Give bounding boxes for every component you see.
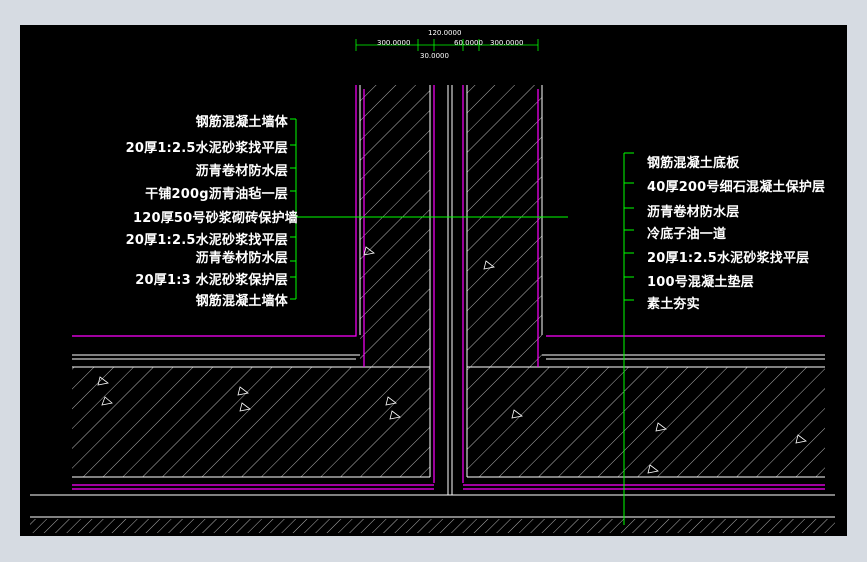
- label-right-1: 钢筋混凝土底板: [647, 156, 740, 171]
- label-left-4: 干铺200g沥青油毡一层: [145, 187, 288, 202]
- label-left-7: 沥青卷材防水层: [195, 251, 288, 266]
- leader-lines-left: [290, 118, 568, 300]
- drawing-canvas[interactable]: 120.0000 300.0000 60.0000 300.0000 30.00…: [20, 25, 847, 536]
- label-left-5: 120厚50号砂浆砌砖保护墙: [132, 211, 298, 226]
- dimension-lines: [355, 39, 539, 51]
- label-right-7: 素土夯实: [647, 297, 700, 312]
- label-left-6: 20厚1:2.5水泥砂浆找平层: [125, 233, 288, 248]
- dim-top-center: 120.0000: [428, 29, 462, 37]
- label-right-5: 20厚1:2.5水泥砂浆找平层: [647, 251, 810, 266]
- label-left-9: 钢筋混凝土墙体: [195, 294, 288, 309]
- dim-bottom-center: 30.0000: [420, 52, 449, 60]
- dim-right-wall: 300.0000: [490, 39, 524, 47]
- waterproof-membranes: [72, 85, 825, 490]
- label-left-1: 钢筋混凝土墙体: [195, 115, 288, 130]
- label-left-8: 20厚1:3 水泥砂浆保护层: [135, 273, 288, 288]
- section-drawing: [30, 39, 835, 533]
- floor-slab-right: [467, 367, 825, 477]
- label-right-2: 40厚200号细石混凝土保护层: [647, 180, 826, 195]
- label-left-2: 20厚1:2.5水泥砂浆找平层: [125, 141, 288, 156]
- wall-left-hatch: [360, 85, 430, 367]
- dim-left-wall: 300.0000: [377, 39, 411, 47]
- label-left-3: 沥青卷材防水层: [195, 164, 288, 179]
- floor-slab-left: [72, 367, 430, 477]
- compacted-soil: [30, 519, 835, 533]
- label-right-6: 100号混凝土垫层: [647, 275, 754, 290]
- label-right-4: 冷底子油一道: [647, 227, 727, 242]
- leader-lines-right: [623, 152, 634, 525]
- wall-right-hatch: [467, 85, 542, 367]
- dim-gap-right: 60.0000: [454, 39, 483, 47]
- label-right-3: 沥青卷材防水层: [647, 205, 740, 220]
- aggregate-marks: [97, 246, 807, 474]
